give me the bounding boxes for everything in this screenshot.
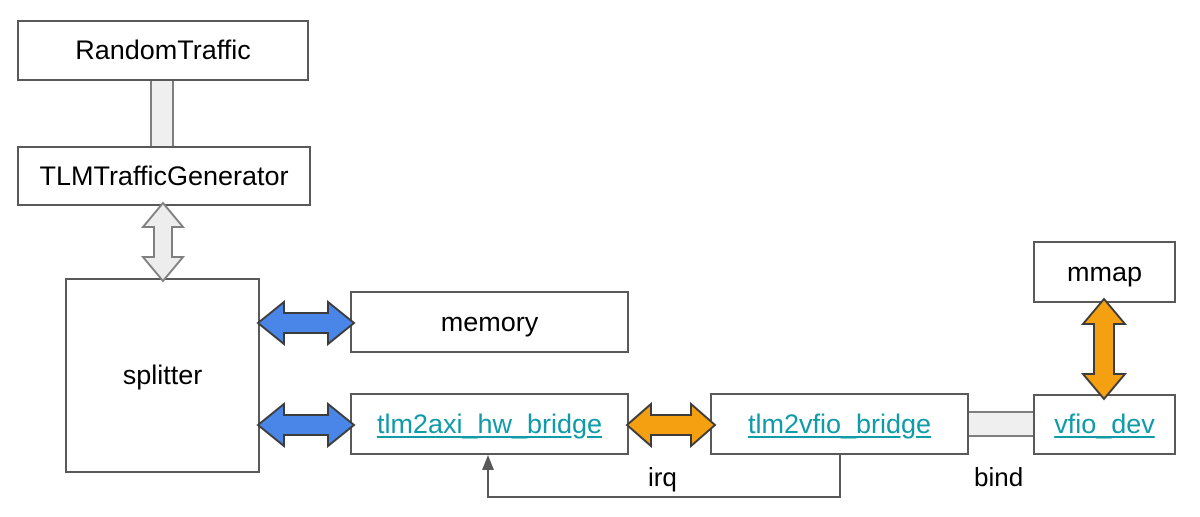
node-tlm2axi-hw-bridge[interactable]: tlm2axi_hw_bridge xyxy=(350,393,629,455)
arrow-splitter-tlm2axi xyxy=(256,401,356,449)
node-label-random-traffic: RandomTraffic xyxy=(75,35,251,65)
edge-label-bind: bind xyxy=(974,462,1024,492)
arrow-tlm2axi-tlm2vfio xyxy=(625,401,717,449)
node-tlm2vfio-bridge[interactable]: tlm2vfio_bridge xyxy=(710,393,969,455)
node-splitter[interactable]: splitter xyxy=(65,278,260,473)
arrow-splitter-memory xyxy=(256,299,356,347)
arrow-tlmtrafficgenerator-splitter xyxy=(140,201,186,283)
node-tlm-traffic-generator[interactable]: TLMTrafficGenerator xyxy=(17,146,311,206)
arrow-vfiodev-mmap xyxy=(1080,297,1128,401)
node-label-mmap: mmap xyxy=(1066,256,1142,287)
node-mmap[interactable]: mmap xyxy=(1033,241,1176,303)
node-label-tlm-traffic-generator: TLMTrafficGenerator xyxy=(39,160,289,191)
node-memory[interactable]: memory xyxy=(350,291,629,353)
node-label-vfio-dev[interactable]: vfio_dev xyxy=(1054,409,1155,439)
node-label-memory: memory xyxy=(440,306,539,337)
connector-tlm2vfio-to-vfiodev-bind xyxy=(966,411,1035,437)
edge-label-irq: irq xyxy=(648,462,677,492)
node-label-tlm2axi-hw-bridge[interactable]: tlm2axi_hw_bridge xyxy=(376,408,603,439)
node-random-traffic[interactable]: RandomTraffic xyxy=(17,20,309,81)
connector-randomtraffic-to-tlmtrafficgenerator xyxy=(150,76,174,150)
node-label-tlm2vfio-bridge[interactable]: tlm2vfio_bridge xyxy=(747,408,932,439)
node-vfio-dev[interactable]: vfio_dev xyxy=(1033,394,1176,455)
node-label-splitter: splitter xyxy=(122,360,203,390)
